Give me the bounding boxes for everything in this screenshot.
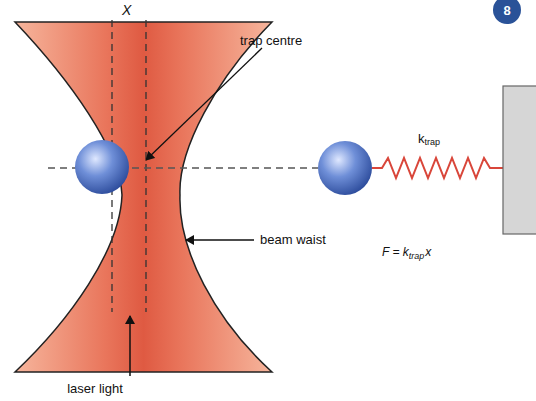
callout-label: beam waist bbox=[260, 233, 326, 246]
spring-constant: k bbox=[418, 132, 425, 145]
laser-beam bbox=[15, 22, 272, 372]
callout-label: trap centre bbox=[240, 34, 302, 47]
callout-label: laser light bbox=[67, 382, 123, 395]
model-bead bbox=[318, 141, 372, 195]
leader-arrow bbox=[186, 239, 254, 241]
leader-arrow bbox=[129, 316, 131, 376]
force-equation: x bbox=[425, 246, 431, 258]
dashed-line bbox=[145, 20, 146, 312]
figure-number: 8 bbox=[503, 4, 510, 17]
subscript: trap bbox=[409, 252, 425, 261]
wall bbox=[503, 86, 536, 234]
leader-arrow bbox=[146, 48, 262, 160]
subscript: trap bbox=[425, 138, 441, 147]
axis-label: X bbox=[122, 3, 131, 17]
spring bbox=[372, 158, 503, 178]
trapped-bead bbox=[75, 140, 129, 194]
force-equation: F = k bbox=[382, 246, 409, 258]
badge-circle bbox=[493, 0, 521, 24]
